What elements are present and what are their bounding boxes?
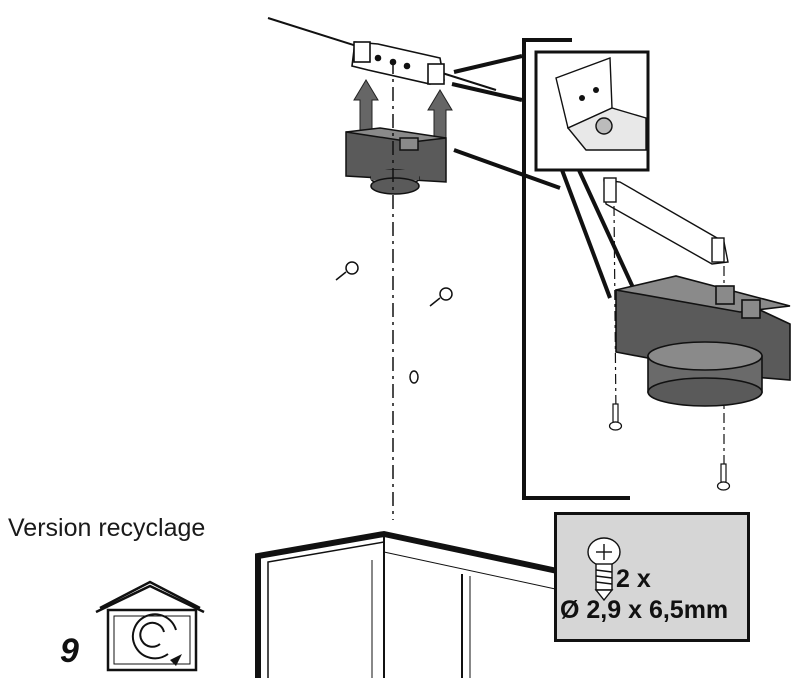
- detail-screw-left: [608, 403, 623, 431]
- zoom-inset: [534, 50, 650, 172]
- detail-frame: [522, 38, 630, 500]
- wall-hole: [409, 370, 419, 384]
- detail-adapter-box: [615, 275, 791, 407]
- recycling-house-icon: [95, 580, 205, 672]
- callout-connectors: [451, 54, 638, 299]
- hood-chimney: [255, 530, 591, 678]
- detail-screw-right: [716, 463, 731, 491]
- detail-axis-left: [613, 205, 617, 419]
- mounting-bracket: [351, 41, 445, 85]
- wall-screw-left: [335, 261, 359, 281]
- version-label: Version recyclage: [8, 514, 206, 542]
- screw-quantity: 2 x: [616, 565, 651, 593]
- wall-screw-right: [429, 287, 453, 307]
- detail-bracket: [603, 177, 729, 265]
- step-number: 9: [60, 632, 79, 670]
- screw-spec-box: [554, 512, 750, 642]
- lift-arrows: [353, 79, 453, 149]
- screw-dimension: Ø 2,9 x 6,5mm: [560, 596, 729, 624]
- air-adapter-box: [345, 127, 447, 195]
